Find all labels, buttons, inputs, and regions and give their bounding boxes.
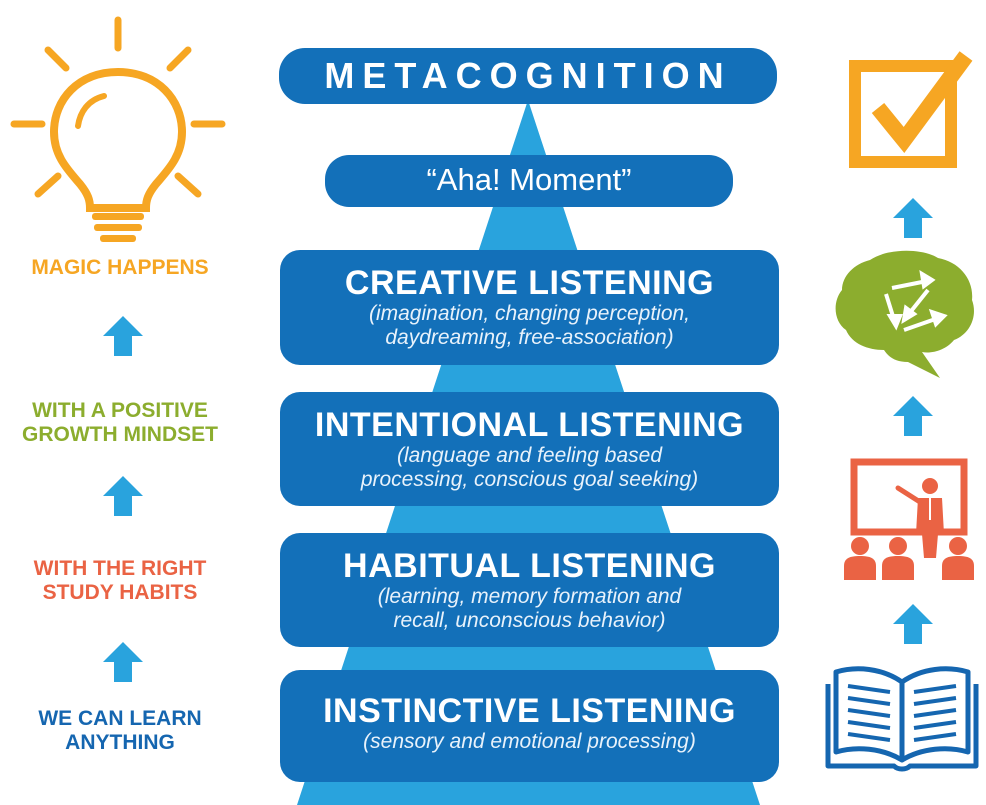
level-creative-listening: CREATIVE LISTENING (imagination, changin…: [280, 250, 779, 365]
lightbulb-icon: [10, 16, 226, 242]
level-intentional-subtitle-line1: (language and feeling based: [396, 444, 663, 467]
arrow-up-icon: [103, 476, 143, 516]
level-habitual-listening: HABITUAL LISTENING (learning, memory for…: [280, 533, 779, 647]
label-learn-line2: ANYTHING: [65, 731, 175, 754]
label-habits-line2: STUDY HABITS: [42, 581, 198, 604]
level-creative-title: CREATIVE LISTENING: [344, 264, 715, 302]
arrow-up-icon: [103, 642, 143, 682]
level-intentional-subtitle-line2: processing, conscious goal seeking): [360, 468, 699, 491]
level-creative-subtitle-line2: daydreaming, free-association): [385, 326, 674, 349]
teacher-presentation-icon: [844, 458, 974, 580]
level-instinctive-title: INSTINCTIVE LISTENING: [323, 692, 736, 730]
arrow-up-icon: [103, 316, 143, 356]
level-metacognition: METACOGNITION: [279, 48, 777, 104]
arrow-up-icon: [893, 396, 933, 436]
label-magic-happens: MAGIC HAPPENS: [31, 256, 209, 279]
level-instinctive-listening: INSTINCTIVE LISTENING (sensory and emoti…: [280, 670, 779, 782]
level-habitual-subtitle-line1: (learning, memory formation and: [377, 585, 682, 608]
open-book-icon: [825, 666, 979, 772]
brain-icon: [835, 250, 974, 378]
label-growth-line2: GROWTH MINDSET: [22, 423, 218, 446]
checkbox-icon: [849, 51, 973, 168]
level-habitual-title: HABITUAL LISTENING: [343, 547, 716, 585]
label-study-habits: WITH THE RIGHT STUDY HABITS: [0, 557, 240, 605]
level-habitual-subtitle-line2: recall, unconscious behavior): [393, 609, 666, 632]
label-growth-mindset: WITH A POSITIVE GROWTH MINDSET: [0, 399, 240, 447]
label-habits-line1: WITH THE RIGHT: [33, 557, 207, 580]
level-aha-moment-title: “Aha! Moment”: [426, 162, 632, 197]
label-learn-anything: WE CAN LEARN ANYTHING: [0, 707, 240, 755]
label-growth-line1: WITH A POSITIVE: [32, 399, 208, 422]
level-creative-subtitle-line1: (imagination, changing perception,: [368, 302, 691, 325]
label-learn-line1: WE CAN LEARN: [38, 707, 202, 730]
level-intentional-title: INTENTIONAL LISTENING: [314, 406, 745, 444]
arrow-up-icon: [893, 604, 933, 644]
level-metacognition-title: METACOGNITION: [324, 55, 732, 96]
level-instinctive-subtitle-line1: (sensory and emotional processing): [363, 730, 696, 753]
arrow-up-icon: [893, 198, 933, 238]
level-intentional-listening: INTENTIONAL LISTENING (language and feel…: [280, 392, 779, 506]
level-aha-moment: “Aha! Moment”: [325, 155, 733, 207]
